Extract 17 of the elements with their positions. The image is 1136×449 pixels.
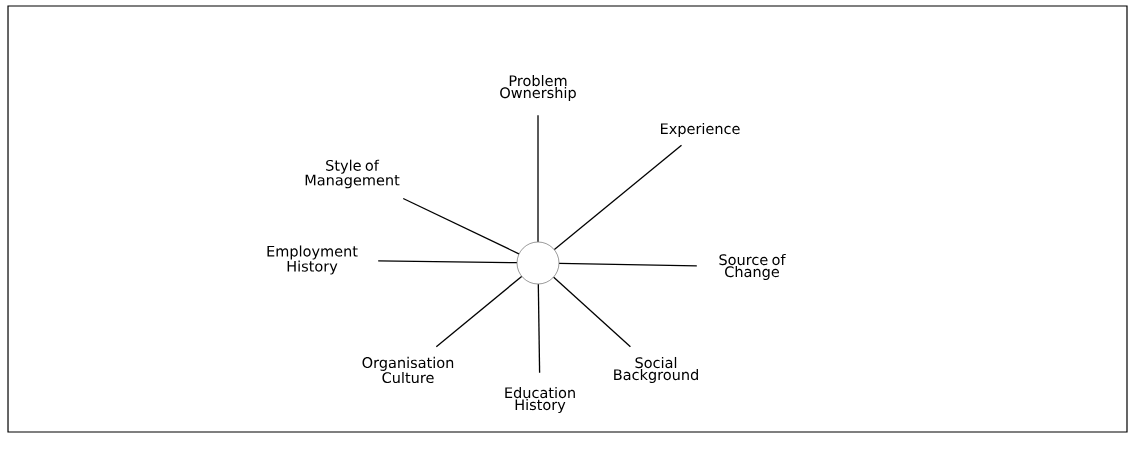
hub-circle bbox=[516, 241, 560, 285]
connector-line bbox=[553, 144, 683, 251]
connector-line bbox=[537, 283, 541, 374]
node-label: Employment History bbox=[267, 245, 358, 275]
connector-line bbox=[537, 114, 539, 243]
node-label: Social Background bbox=[614, 356, 698, 383]
connector-line bbox=[553, 276, 632, 348]
node-label: Style of Management bbox=[305, 159, 400, 189]
node-label: Education History bbox=[505, 386, 575, 413]
node-label: Source of Change bbox=[719, 253, 786, 280]
connector-line bbox=[402, 197, 520, 255]
connector-line bbox=[435, 275, 523, 348]
node-label: Experience bbox=[661, 122, 740, 137]
node-label: Organisation Culture bbox=[362, 356, 454, 384]
connector-line bbox=[377, 260, 518, 264]
connector-line bbox=[558, 262, 698, 267]
node-label: Problem Ownership bbox=[500, 74, 576, 101]
